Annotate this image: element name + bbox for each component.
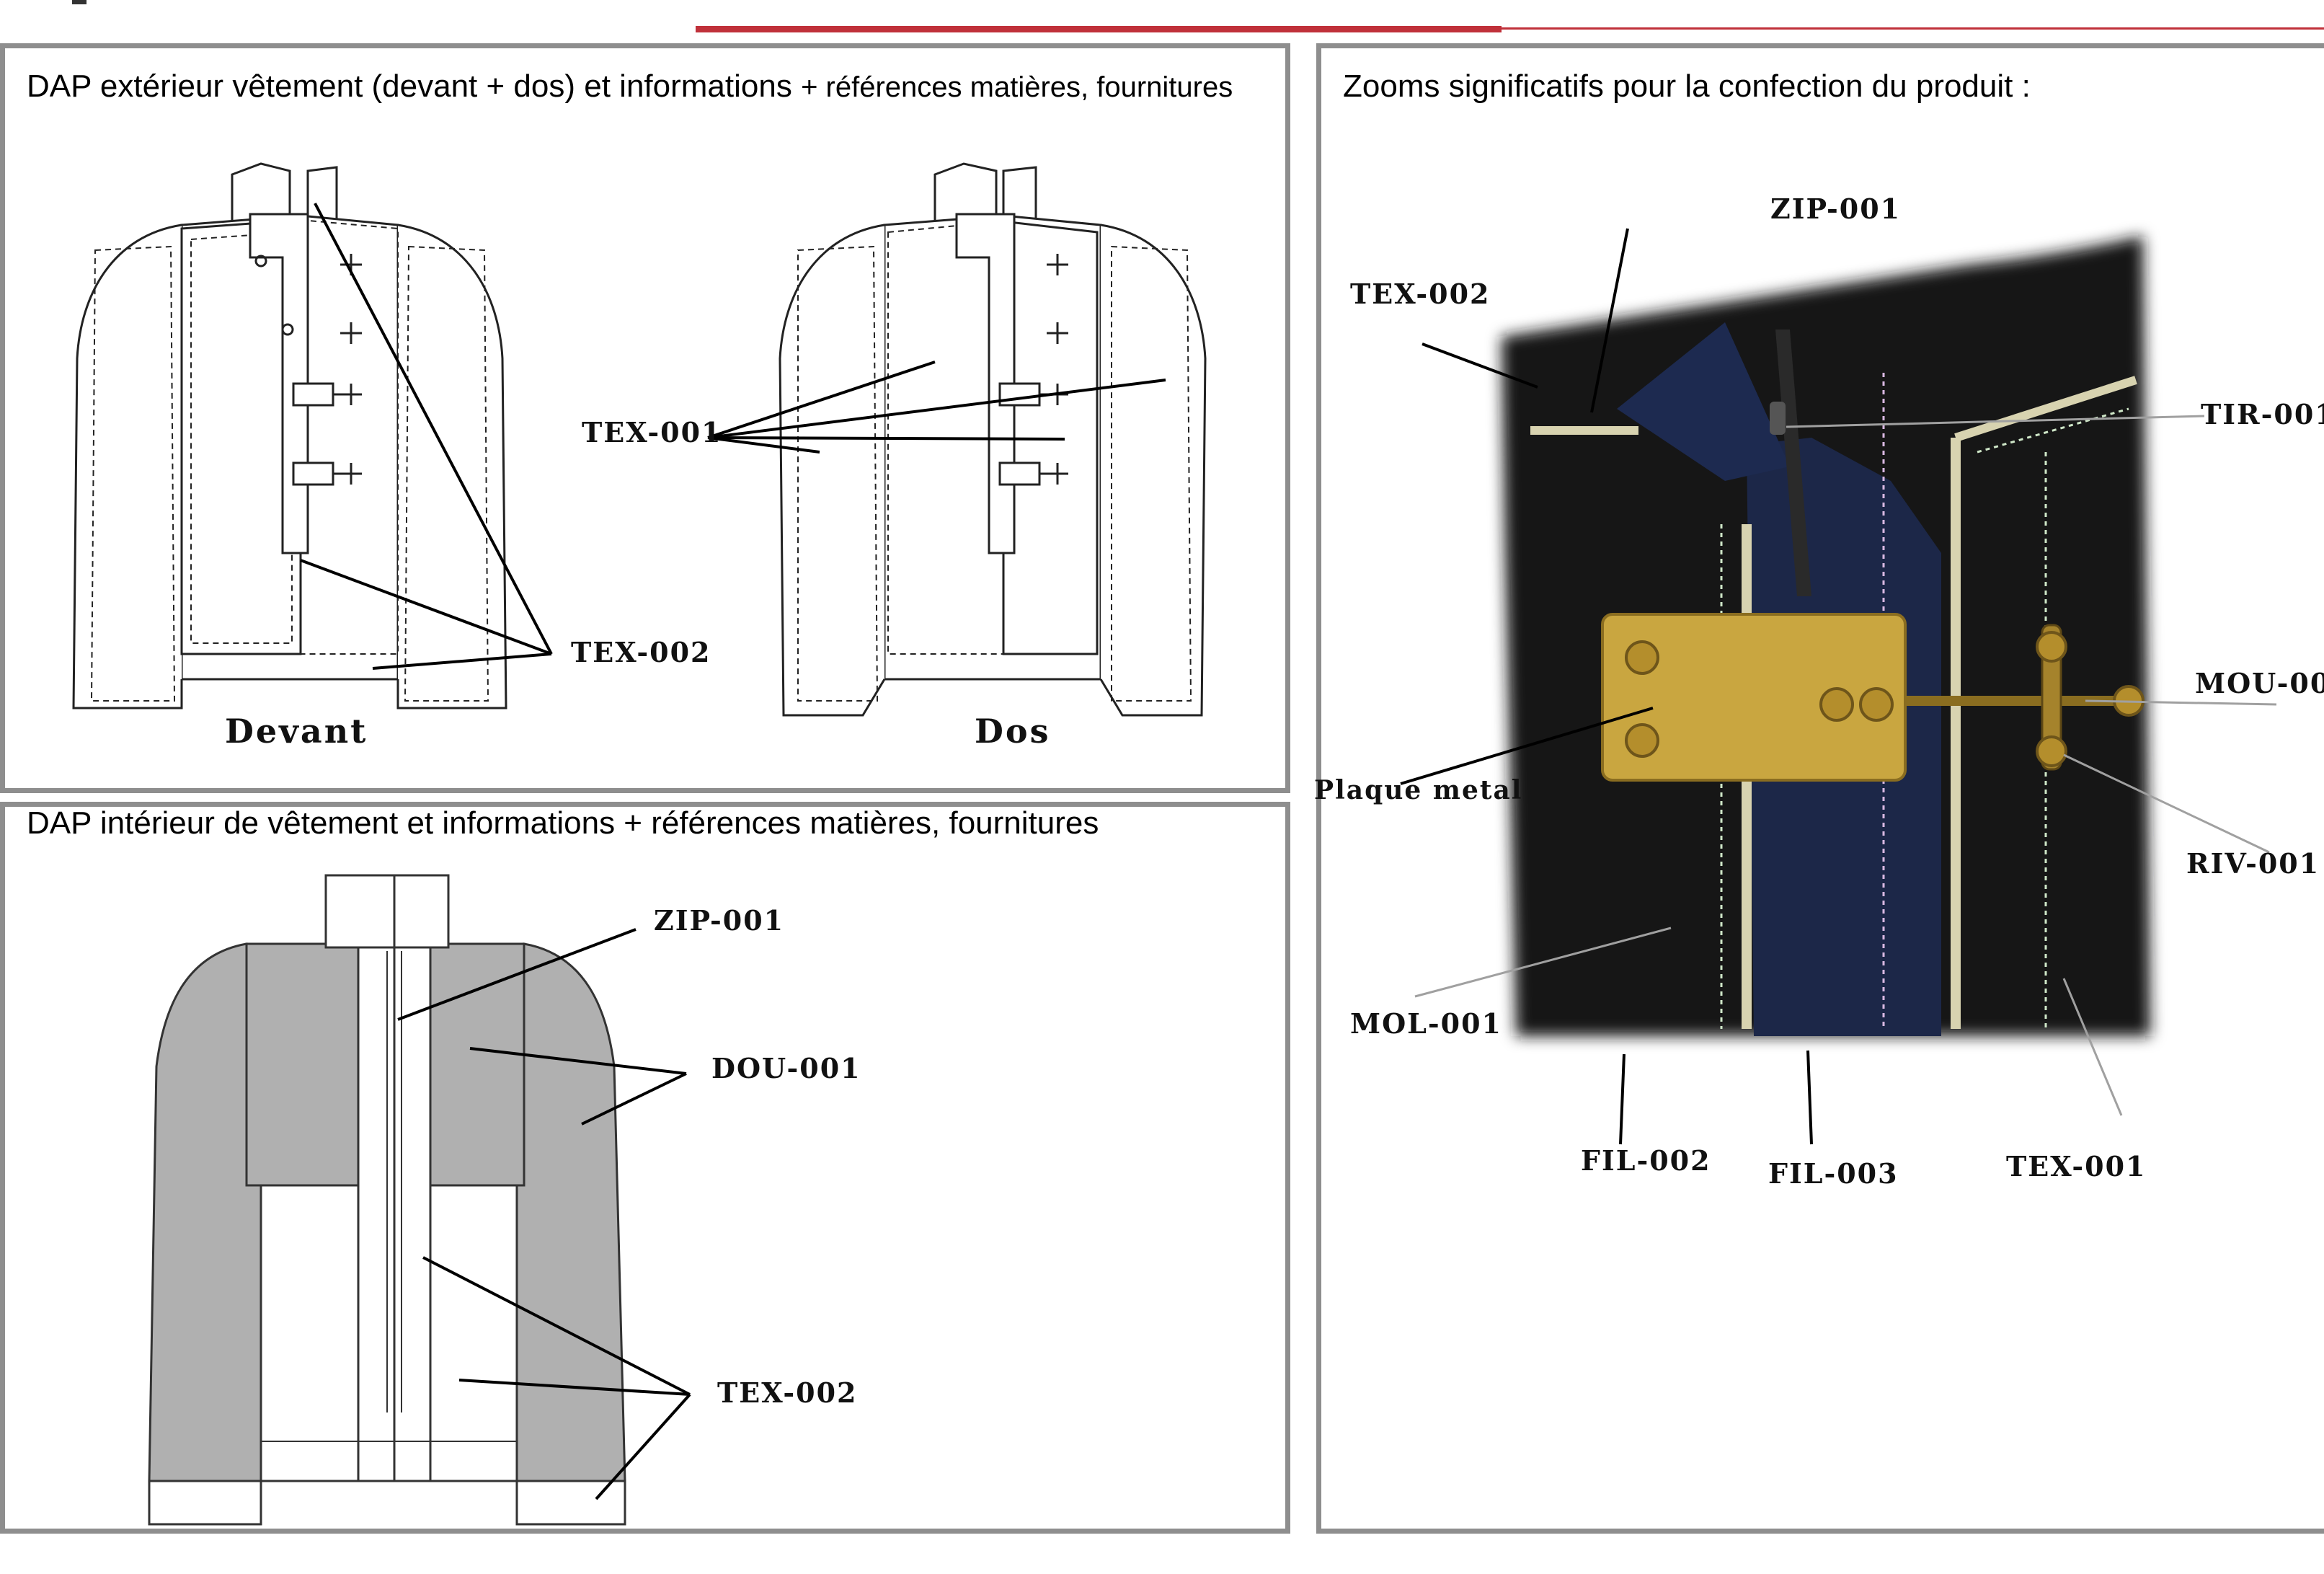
zoom-photo [1400,228,2277,1145]
zoom-label-zip001: ZIP-001 [1770,193,1902,225]
title-rest: informations + références matières, four… [442,805,1099,841]
label-zip001: ZIP-001 [654,904,785,937]
title-main: DAP extérieur vêtement (devant + dos) et… [27,68,792,104]
view-label-front: Devant [225,712,368,751]
page-header [0,0,2324,43]
panel-interior: DAP intérieur de vêtement et information… [0,802,1290,1534]
zoom-label-plaque: Plaque metal [1314,775,1523,805]
interior-flat-drawing [148,874,691,1526]
zoom-label-mol001: MOL-001 [1350,1007,1502,1040]
panel-exterior: DAP extérieur vêtement (devant + dos) et… [0,43,1290,793]
zoom-label-tex001: TEX-001 [2006,1150,2147,1182]
title-rest: + références matières, fournitures [801,71,1233,103]
zoom-label-fil003: FIL-003 [1768,1157,1899,1190]
panel-interior-title: DAP intérieur de vêtement et information… [27,805,1099,841]
zipper-pull [1770,402,1786,435]
zoom-label-tex002: TEX-002 [1350,278,1491,310]
exterior-leader-lines [300,203,1166,670]
header-accent-line [72,0,2324,32]
zoom-label-tir001: TIR-001 [2201,398,2324,430]
zoom-label-fil002: FIL-002 [1581,1144,1711,1177]
back-jacket-flat [779,162,1207,717]
view-label-back: Dos [975,712,1051,751]
label-dou001: DOU-001 [711,1052,861,1084]
title-main: DAP intérieur de vêtement et [27,805,434,841]
panel-zoom-title: Zooms significatifs pour la confection d… [1343,68,2031,104]
panel-zoom: Zooms significatifs pour la confection d… [1314,43,2324,1534]
zoom-leader-lines [1400,228,1813,1145]
interior-leader-lines [397,928,691,1500]
zoom-label-riv001: RIV-001 [2186,847,2320,880]
zoom-label-mou001: MOU-001 [2195,667,2324,699]
label-tex001: TEX-001 [582,416,722,448]
panel-exterior-title: DAP extérieur vêtement (devant + dos) et… [27,68,1233,105]
front-jacket-flat [72,162,507,709]
label-tex002-interior: TEX-002 [717,1376,858,1409]
exterior-flats-drawing [72,162,1207,717]
label-tex002: TEX-002 [571,636,711,668]
